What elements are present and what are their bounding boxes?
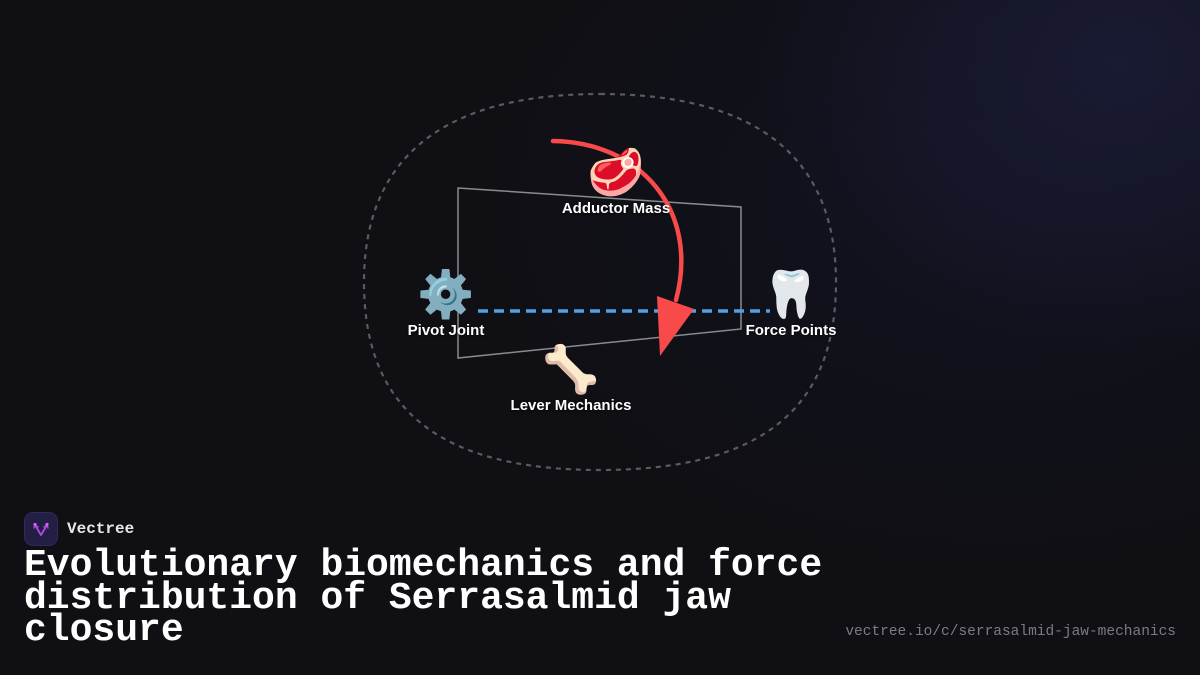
closure-arrow — [550, 138, 684, 303]
node-pivot-joint: ⚙️ Pivot Joint — [408, 268, 485, 339]
page-title: Evolutionary biomechanics and force dist… — [24, 544, 823, 652]
bone-icon: 🦴 — [542, 342, 600, 396]
node-label: Force Points — [745, 322, 837, 339]
tooth-icon: 🦷 — [762, 267, 820, 321]
node-adductor-mass: 🥩 Adductor Mass — [562, 146, 670, 217]
lever-frame — [457, 187, 742, 359]
node-label: Lever Mechanics — [510, 397, 632, 414]
node-label: Pivot Joint — [407, 322, 485, 339]
node-force-points: 🦷 Force Points — [746, 268, 837, 339]
closure-arrow-head — [657, 296, 694, 356]
node-lever-mechanics: 🦴 Lever Mechanics — [511, 343, 632, 414]
page-url[interactable]: vectree.io/c/serrasalmid-jaw-mechanics — [845, 624, 1176, 640]
node-label: Adductor Mass — [561, 200, 671, 217]
brand-name: Vectree — [67, 520, 135, 538]
brand: Vectree — [24, 512, 134, 546]
outer-dashed-outline — [362, 92, 838, 472]
gear-icon: ⚙️ — [417, 267, 475, 321]
meat-icon: 🥩 — [587, 145, 645, 199]
vectree-logo-icon — [24, 512, 58, 546]
